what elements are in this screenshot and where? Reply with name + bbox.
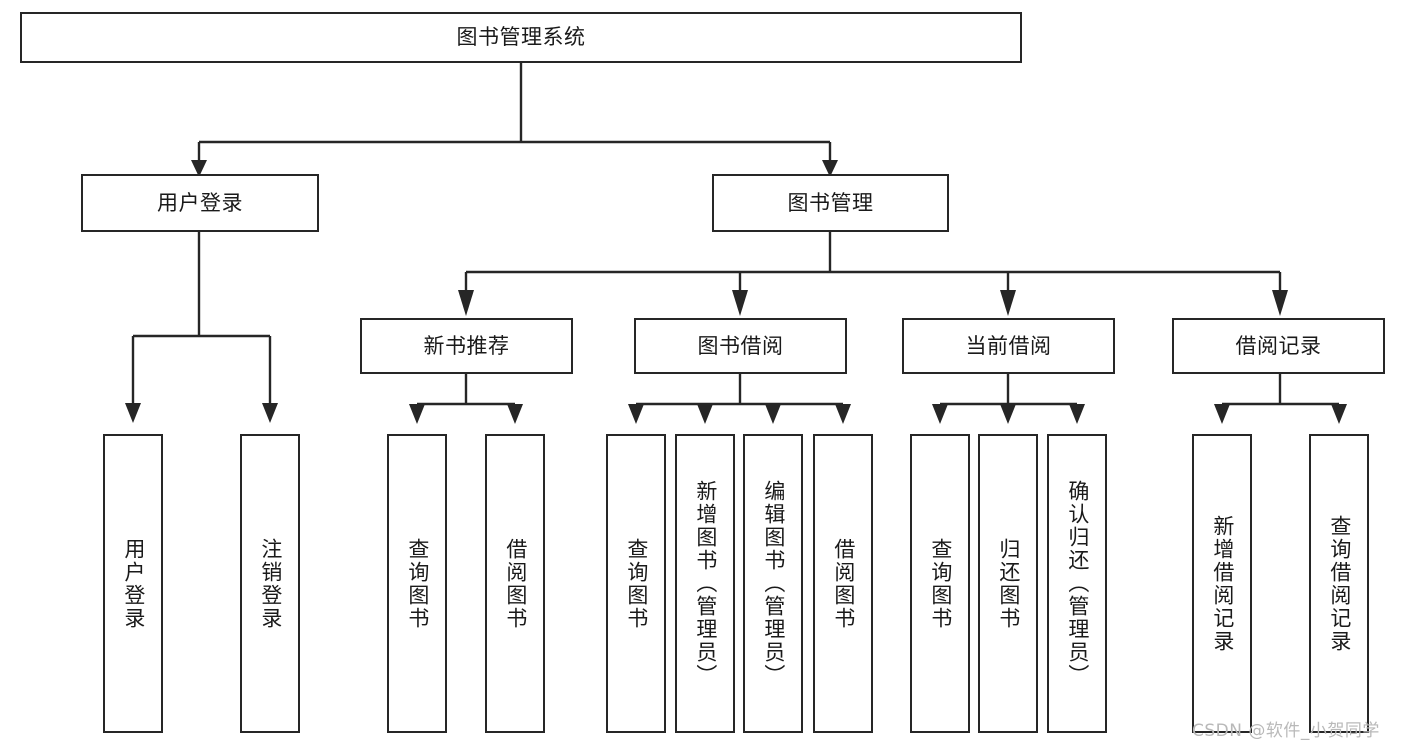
arrow-to-book-borrow xyxy=(732,290,748,316)
arrow-to-leaf-user-login xyxy=(125,403,141,423)
arrow-to-add-record xyxy=(1214,404,1230,424)
node-label: 图书管理系统 xyxy=(456,25,586,50)
node-leaf-logout[interactable]: 注销登录 xyxy=(240,434,300,733)
arrow-to-current-borrow xyxy=(1000,290,1016,316)
arrow-to-edit-book xyxy=(765,404,781,424)
arrow-to-return-book xyxy=(1000,404,1016,424)
arrow-to-confirm-return xyxy=(1069,404,1085,424)
node-label: 图书管理 xyxy=(787,190,874,215)
arrow-to-query-book-3 xyxy=(932,404,948,424)
node-label: 编辑图书（管理员） xyxy=(761,480,786,687)
node-leaf-add-borrow-record[interactable]: 新增借阅记录 xyxy=(1192,434,1252,733)
node-label: 借阅图书 xyxy=(503,537,528,630)
arrow-to-borrow-record xyxy=(1272,290,1288,316)
node-leaf-query-book-borrow[interactable]: 查询图书 xyxy=(606,434,666,733)
node-root-book-management-system[interactable]: 图书管理系统 xyxy=(20,12,1022,63)
node-current-borrowing[interactable]: 当前借阅 xyxy=(902,318,1115,374)
node-label: 图书借阅 xyxy=(697,333,784,358)
node-label: 新增借阅记录 xyxy=(1210,514,1235,653)
node-leaf-borrow-book[interactable]: 借阅图书 xyxy=(813,434,873,733)
node-leaf-return-book[interactable]: 归还图书 xyxy=(978,434,1038,733)
node-label: 查询图书 xyxy=(928,537,953,630)
arrow-to-new-book-rec xyxy=(458,290,474,316)
node-leaf-borrow-book-recommendation[interactable]: 借阅图书 xyxy=(485,434,545,733)
node-borrowing-record[interactable]: 借阅记录 xyxy=(1172,318,1385,374)
arrow-to-borrow-book-1 xyxy=(507,404,523,424)
node-new-book-recommendation[interactable]: 新书推荐 xyxy=(360,318,573,374)
node-label: 查询借阅记录 xyxy=(1327,514,1352,653)
node-label: 借阅图书 xyxy=(831,537,856,630)
node-leaf-query-book-recommendation[interactable]: 查询图书 xyxy=(387,434,447,733)
node-label: 当前借阅 xyxy=(965,333,1052,358)
node-label: 查询图书 xyxy=(405,537,430,630)
node-label: 归还图书 xyxy=(996,537,1021,630)
arrow-to-user-login xyxy=(191,160,207,177)
node-leaf-confirm-return-admin[interactable]: 确认归还（管理员） xyxy=(1047,434,1107,733)
node-leaf-query-book-current[interactable]: 查询图书 xyxy=(910,434,970,733)
node-label: 新增图书（管理员） xyxy=(693,480,718,687)
node-label: 用户登录 xyxy=(157,190,243,215)
node-label: 查询图书 xyxy=(624,537,649,630)
node-leaf-add-book-admin[interactable]: 新增图书（管理员） xyxy=(675,434,735,733)
node-label: 注销登录 xyxy=(258,537,283,630)
node-book-borrowing[interactable]: 图书借阅 xyxy=(634,318,847,374)
arrow-to-query-book-1 xyxy=(409,404,425,424)
arrow-to-borrow-book-2 xyxy=(835,404,851,424)
node-label: 确认归还（管理员） xyxy=(1065,480,1090,687)
arrow-to-add-book xyxy=(697,404,713,424)
node-book-management[interactable]: 图书管理 xyxy=(712,174,949,232)
node-leaf-query-borrow-record[interactable]: 查询借阅记录 xyxy=(1309,434,1369,733)
arrow-to-leaf-logout xyxy=(262,403,278,423)
node-leaf-edit-book-admin[interactable]: 编辑图书（管理员） xyxy=(743,434,803,733)
node-user-login[interactable]: 用户登录 xyxy=(81,174,319,232)
node-leaf-user-login[interactable]: 用户登录 xyxy=(103,434,163,733)
arrow-to-book-manage xyxy=(822,160,838,177)
node-label: 新书推荐 xyxy=(423,333,510,358)
arrow-to-query-book-2 xyxy=(628,404,644,424)
node-label: 借阅记录 xyxy=(1235,333,1322,358)
arrow-to-query-record xyxy=(1331,404,1347,424)
node-label: 用户登录 xyxy=(121,537,146,630)
